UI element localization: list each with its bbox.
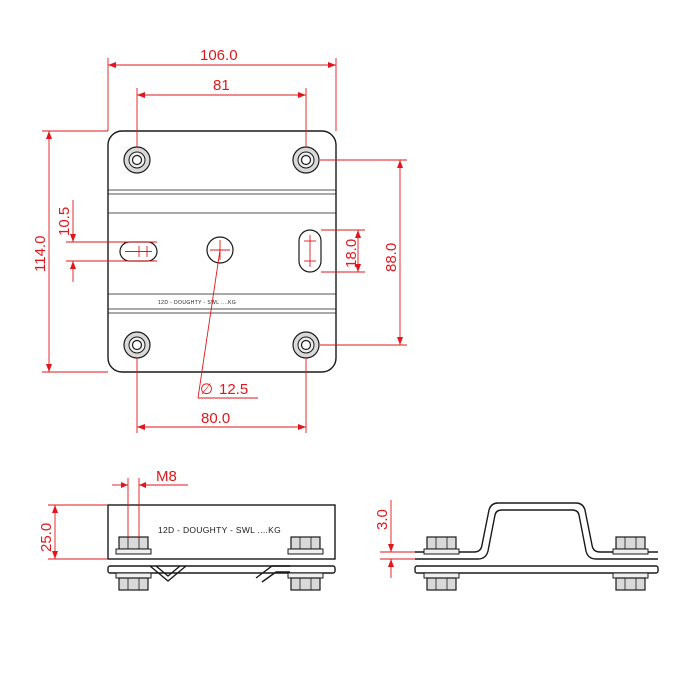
plan-view: 12D - DOUGHTY - SWL ....KG — [107, 130, 337, 373]
dim-slot-offset: 10.5 — [56, 207, 73, 236]
dim-centre-hole-diameter: 12.5 — [219, 381, 248, 398]
side-plate-body — [107, 504, 336, 560]
dim-hole-spacing-bottom: 80.0 — [201, 410, 230, 427]
side-view-left: 12D - DOUGHTY - SWL ....KG — [38, 468, 336, 591]
right-view-base — [414, 565, 659, 574]
dim-overall-height: 114.0 — [32, 236, 49, 272]
right-view-bolt-right — [612, 536, 649, 591]
nut-top-left — [123, 146, 151, 174]
side-view-right: 3.0 — [374, 500, 659, 591]
dim-slot-length: 18.0 — [343, 239, 360, 268]
dim-hole-spacing-vertical: 88.0 — [383, 243, 400, 272]
hook-left — [149, 565, 187, 582]
nut-bottom-left — [123, 331, 151, 359]
plate-outline — [107, 130, 337, 373]
bolt-right — [287, 536, 324, 591]
diameter-symbol: ∅ — [200, 381, 213, 398]
dim-plate-thickness: 3.0 — [374, 509, 391, 530]
hook-right — [255, 565, 290, 579]
plan-dimensions: 106.0 81 114.0 10.5 18.0 — [32, 47, 407, 433]
nut-bottom-right — [292, 331, 320, 359]
bolt-left — [115, 536, 152, 591]
side-base-plate — [107, 565, 336, 574]
side-engraving: 12D - DOUGHTY - SWL ....KG — [158, 525, 281, 535]
right-view-strap — [415, 502, 658, 553]
dim-overall-width: 106.0 — [200, 47, 238, 64]
plan-engraving: 12D - DOUGHTY - SWL ....KG — [158, 300, 236, 306]
right-view-bolt-left — [423, 536, 460, 591]
dim-side-height: 25.0 — [38, 523, 55, 552]
dim-hole-spacing-top: 81 — [213, 77, 230, 94]
dim-bolt-size: M8 — [156, 468, 177, 485]
nut-top-right — [292, 146, 320, 174]
